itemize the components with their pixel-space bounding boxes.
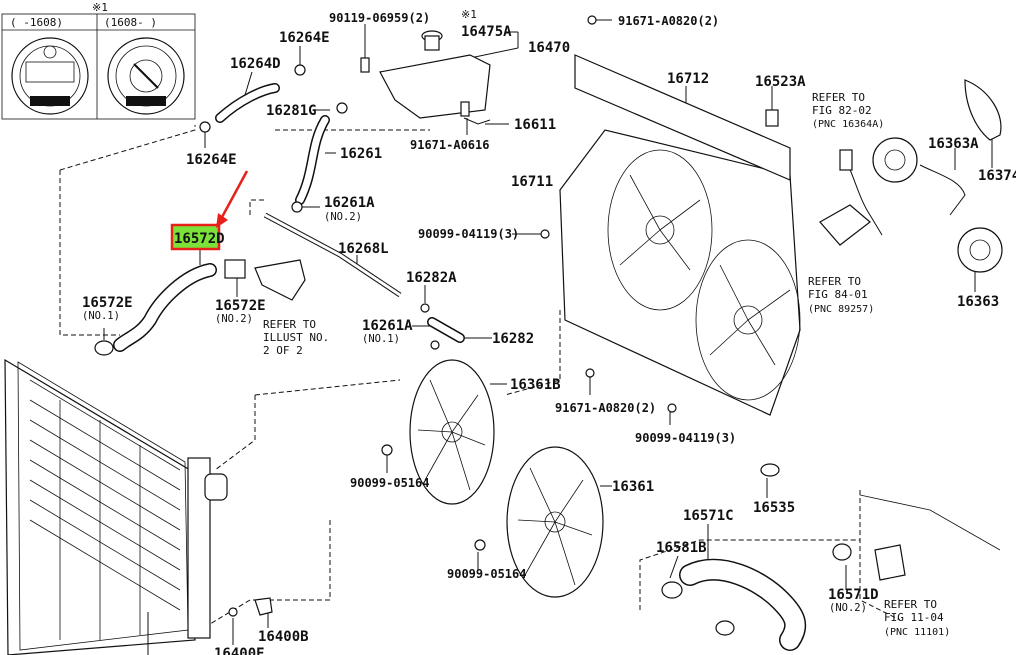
callout-91671-A0616[interactable]: 91671-A0616: [410, 138, 489, 152]
callout-16361B[interactable]: 16361B: [510, 377, 561, 393]
inset-right-range: (1608- ): [104, 16, 157, 29]
sublabel-16572E-no2: (NO.2): [215, 313, 253, 325]
svg-text:(PNC 89257): (PNC 89257): [808, 304, 874, 315]
svg-text:REFER TO: REFER TO: [884, 598, 937, 611]
callout-91671-A0820-top[interactable]: 91671-A0820(2): [618, 14, 719, 28]
svg-text:FIG 84-01: FIG 84-01: [808, 288, 868, 301]
callout-16400E[interactable]: 16400E: [214, 646, 265, 655]
callout-16282A[interactable]: 16282A: [406, 270, 457, 286]
inset-mark: ※1: [92, 1, 108, 14]
svg-text:(PNC 16364A): (PNC 16364A): [812, 119, 884, 130]
fan-16361: [474, 446, 604, 598]
callout-16571C[interactable]: 16571C: [683, 508, 734, 524]
sublabel-16572E-no1: (NO.1): [82, 310, 120, 322]
callout-16572D[interactable]: 16572D: [174, 231, 225, 247]
svg-text:REFER TO: REFER TO: [808, 275, 861, 288]
callout-16572E-no2[interactable]: 16572E: [215, 298, 266, 314]
callout-16261A-no1[interactable]: 16261A: [362, 318, 413, 334]
callout-16268L[interactable]: 16268L: [338, 241, 389, 257]
callout-mark: ※1: [461, 8, 477, 21]
radiator-assembly: [4, 358, 228, 655]
sublabel-16261A-no2: (NO.2): [324, 211, 362, 223]
callout-16611[interactable]: 16611: [514, 117, 556, 133]
highlight-box: [170, 223, 221, 251]
svg-text:FIG 11-04: FIG 11-04: [884, 611, 944, 624]
callout-90099-04119-bottom[interactable]: 90099-04119(3): [635, 431, 736, 445]
callout-16374[interactable]: 16374: [978, 168, 1016, 184]
callout-16523A[interactable]: 16523A: [755, 74, 806, 90]
callout-16261A-no2[interactable]: 16261A: [324, 195, 375, 211]
note-illust-2of2: REFER TO ILLUST NO. 2 OF 2: [263, 318, 329, 357]
callout-16400B[interactable]: 16400B: [258, 629, 309, 645]
clamp-16572E-no1: [94, 340, 114, 356]
reservoir-tank: [360, 30, 491, 125]
callout-16264E-bottom[interactable]: 16264E: [186, 152, 237, 168]
svg-text:REFER TO: REFER TO: [263, 318, 316, 331]
fan-shroud: [540, 15, 801, 416]
svg-text:(PNC 11101): (PNC 11101): [884, 627, 950, 638]
callout-16470[interactable]: 16470: [528, 40, 570, 56]
sublabel-16571D-no2: (NO.2): [829, 602, 867, 614]
callout-16572E-no1[interactable]: 16572E: [82, 295, 133, 311]
svg-text:FIG 82-02: FIG 82-02: [812, 104, 872, 117]
callout-90099-04119-top[interactable]: 90099-04119(3): [418, 227, 519, 241]
sublabel-16261A-no1: (NO.1): [362, 333, 400, 345]
callout-16571D[interactable]: 16571D: [828, 587, 879, 603]
svg-text:ILLUST NO.: ILLUST NO.: [263, 331, 329, 344]
callout-16581B[interactable]: 16581B: [656, 540, 707, 556]
fan-motor-group: [819, 79, 1003, 273]
note-fig-82-02[interactable]: REFER TO FIG 82-02 (PNC 16364A): [812, 91, 884, 130]
callout-16363A[interactable]: 16363A: [928, 136, 979, 152]
callout-16711[interactable]: 16711: [511, 174, 553, 190]
callout-16361[interactable]: 16361: [612, 479, 654, 495]
callout-90119-06959[interactable]: 90119-06959(2): [329, 11, 430, 25]
inset-cap-variants: ※1 ( -1608) (1608- ): [1, 1, 196, 120]
note-fig-11-04[interactable]: REFER TO FIG 11-04 (PNC 11101): [884, 598, 950, 638]
fan-16361B: [381, 359, 495, 505]
callout-90099-05164-b[interactable]: 90099-05164: [447, 567, 526, 581]
svg-text:REFER TO: REFER TO: [812, 91, 865, 104]
callout-90099-05164-a[interactable]: 90099-05164: [350, 476, 429, 490]
note-fig-84-01[interactable]: REFER TO FIG 84-01 (PNC 89257): [808, 275, 874, 315]
callout-91671-A0820-mid[interactable]: 91671-A0820(2): [555, 401, 656, 415]
callout-16264D[interactable]: 16264D: [230, 56, 281, 72]
callout-16261[interactable]: 16261: [340, 146, 382, 162]
svg-text:2 OF 2: 2 OF 2: [263, 344, 303, 357]
callout-16535[interactable]: 16535: [753, 500, 795, 516]
callout-16475A[interactable]: 16475A: [461, 24, 512, 40]
callout-16282[interactable]: 16282: [492, 331, 534, 347]
inset-left-range: ( -1608): [10, 16, 63, 29]
callout-16363[interactable]: 16363: [957, 294, 999, 310]
callout-16264E-top[interactable]: 16264E: [279, 30, 330, 46]
callout-16281G[interactable]: 16281G: [266, 103, 317, 119]
callout-16712[interactable]: 16712: [667, 71, 709, 87]
